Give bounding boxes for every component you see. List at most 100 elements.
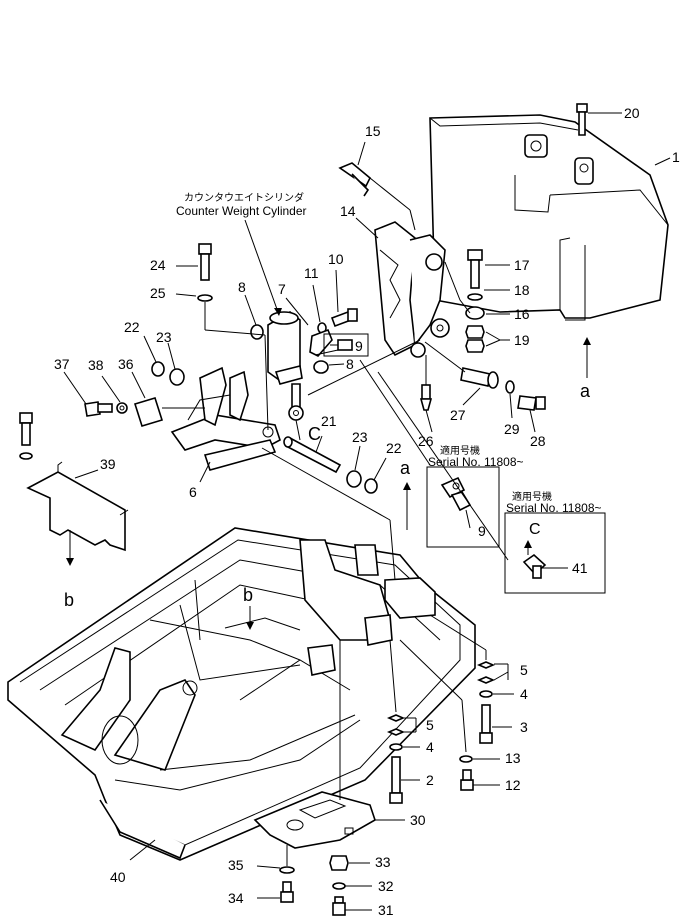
callout-6: 6 <box>189 484 197 500</box>
plate-36 <box>133 397 164 427</box>
callout-32: 32 <box>378 878 394 894</box>
serial-box-2-jp: 適用号機 <box>512 490 552 503</box>
bolt-37 <box>84 401 113 417</box>
callout-31: 31 <box>378 902 394 918</box>
callout-29: 29 <box>504 421 520 437</box>
callout-5b: 5 <box>426 717 434 733</box>
washer-35 <box>279 866 295 874</box>
bolt-24 <box>198 243 212 281</box>
washer-29 <box>505 380 515 394</box>
link-bracket-14 <box>374 221 450 358</box>
view-letter-b-left: b <box>64 590 74 610</box>
bracket-6 <box>170 366 281 471</box>
view-letter-a-top: a <box>580 381 591 401</box>
callout-17: 17 <box>514 257 530 273</box>
callout-22b: 22 <box>386 440 402 456</box>
bolt-28 <box>517 395 546 411</box>
grease-fitting-26 <box>419 355 433 411</box>
bush-22a <box>151 361 165 377</box>
view-letter-b-mid: b <box>243 585 253 605</box>
callout-20: 20 <box>624 105 640 121</box>
bush-8a <box>250 324 264 340</box>
callout-40: 40 <box>110 869 126 885</box>
bush-22b <box>364 478 378 494</box>
washer-5-center <box>386 714 406 736</box>
callout-26: 26 <box>418 433 434 449</box>
washer-38 <box>116 402 128 414</box>
counterweight <box>429 114 669 321</box>
bolt-15 <box>338 162 416 231</box>
callout-1: 1 <box>672 149 680 165</box>
callout-15: 15 <box>365 123 381 139</box>
callout-23b: 23 <box>352 429 368 445</box>
callout-4a: 4 <box>520 686 528 702</box>
callout-28: 28 <box>530 433 546 449</box>
detail-box-41-view: C <box>529 521 541 538</box>
detail-box-41-label: 41 <box>572 560 588 576</box>
nut-19 <box>465 325 485 353</box>
bush-16 <box>465 306 485 320</box>
callout-13: 13 <box>505 750 521 766</box>
bush-23a <box>169 368 185 386</box>
pin-21 <box>283 436 342 474</box>
callout-labels: 1 20 15 14 17 18 16 19 27 29 28 26 9 10 … <box>54 105 680 918</box>
bush-8b <box>313 360 329 374</box>
detail-box-9-label: 9 <box>478 523 486 539</box>
callout-16: 16 <box>514 306 530 322</box>
callout-36: 36 <box>118 356 134 372</box>
callout-19: 19 <box>514 332 530 348</box>
callout-7: 7 <box>278 281 286 297</box>
callout-2: 2 <box>426 772 434 788</box>
revolving-frame <box>7 527 476 861</box>
callout-27: 27 <box>450 407 466 423</box>
bolt-20 <box>576 103 622 136</box>
callout-14: 14 <box>340 203 356 219</box>
callout-25: 25 <box>150 285 166 301</box>
callout-3: 3 <box>520 719 528 735</box>
bolt-31 <box>332 896 346 916</box>
callout-37: 37 <box>54 356 70 372</box>
callout-8b: 8 <box>346 356 354 372</box>
view-letter-c-mid: C <box>308 424 321 444</box>
cylinder-caption-en: Counter Weight Cylinder <box>176 204 307 218</box>
callout-21: 21 <box>321 413 337 429</box>
cylinder-caption-jp: カウンタウエイトシリンダ <box>184 191 304 204</box>
detail-box-9 <box>426 466 500 548</box>
washer-4-center <box>389 743 403 751</box>
callout-35: 35 <box>228 857 244 873</box>
pin-27 <box>460 367 499 389</box>
bush-23b <box>346 470 362 488</box>
callout-11: 11 <box>304 265 319 281</box>
washer-25 <box>197 294 213 302</box>
nut-33 <box>329 855 349 871</box>
callout-18: 18 <box>514 282 530 298</box>
callout-23a: 23 <box>156 329 172 345</box>
callout-24: 24 <box>150 257 166 273</box>
callout-8a: 8 <box>238 279 246 295</box>
washer-4-right <box>479 690 493 698</box>
bolt-39-top <box>19 412 33 460</box>
bolt-17 <box>467 249 483 289</box>
washer-13 <box>459 755 473 763</box>
callout-34: 34 <box>228 890 244 906</box>
callout-39: 39 <box>100 456 116 472</box>
bolt-10 <box>330 308 358 328</box>
callout-38: 38 <box>88 357 104 373</box>
serial-box-1-serial: Serial No. 11808~ <box>428 455 524 469</box>
callout-4b: 4 <box>426 739 434 755</box>
callout-33: 33 <box>375 854 391 870</box>
counterweight-cylinder <box>267 311 304 441</box>
callout-5a: 5 <box>520 662 528 678</box>
washer-5-right <box>476 661 496 684</box>
bolt-2 <box>389 756 403 804</box>
plate-39 <box>26 461 129 552</box>
callout-22a: 22 <box>124 319 140 335</box>
serial-box-2-serial: Serial No. 11808~ <box>506 501 602 515</box>
callout-9: 9 <box>355 338 363 354</box>
view-letter-a-mid: a <box>400 458 411 478</box>
washer-32 <box>332 882 346 890</box>
callout-12: 12 <box>505 777 521 793</box>
bolt-3 <box>479 704 493 744</box>
washer-18 <box>467 293 483 301</box>
